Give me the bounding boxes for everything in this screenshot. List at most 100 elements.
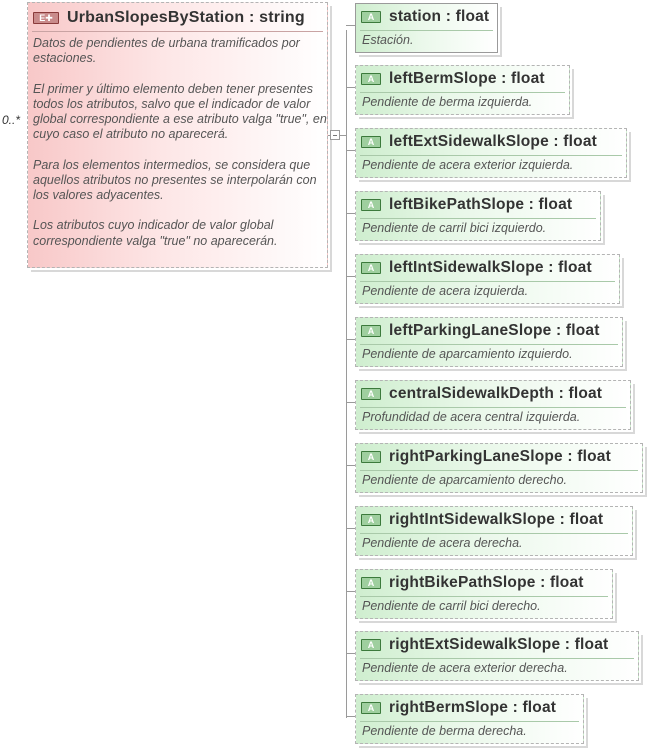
element-box-urbanslopesbystation[interactable]: E✚ UrbanSlopesByStation : string Datos d… (27, 2, 328, 268)
attribute-separator (360, 218, 596, 219)
attribute-title: leftBikePathSlope : float (389, 196, 573, 213)
attribute-separator (360, 92, 565, 93)
attribute-connector-line (346, 591, 355, 592)
attribute-connector-line (346, 339, 355, 340)
attribute-separator (360, 407, 626, 408)
attribute-icon: A (361, 262, 381, 274)
attribute-documentation: Pendiente de acera exterior derecha. (362, 661, 568, 675)
attribute-box-shadow (359, 635, 643, 685)
attribute-box-shadow (359, 69, 574, 119)
attribute-title: rightExtSidewalkSlope : float (389, 636, 609, 653)
attribute-title: centralSidewalkDepth : float (389, 385, 603, 402)
attribute-separator (360, 721, 579, 722)
attribute-icon: A (361, 639, 381, 651)
attribute-documentation: Pendiente de aparcamiento derecho. (362, 473, 568, 487)
attribute-group-compositor[interactable] (330, 130, 340, 140)
attribute-title: leftBermSlope : float (389, 70, 545, 87)
attribute-documentation: Pendiente de berma derecha. (362, 724, 527, 738)
attribute-connector-line (346, 87, 355, 88)
element-title: UrbanSlopesByStation : string (67, 9, 305, 26)
attribute-trunk-line (346, 30, 347, 718)
element-header: E✚ UrbanSlopesByStation : string (33, 7, 305, 29)
attribute-icon: A (361, 451, 381, 463)
attribute-box-shadow (359, 447, 647, 497)
attribute-documentation: Estación. (362, 33, 414, 47)
element-icon-letter: E (39, 13, 46, 23)
attribute-connector-line (346, 25, 355, 26)
attribute-box-shadow (359, 698, 588, 748)
element-doc-paragraph: El primer y último elemento deben tener … (33, 81, 327, 142)
element-documentation: Datos de pendientes de urbana tramificad… (33, 36, 328, 264)
attribute-icon: A (361, 73, 381, 85)
attribute-separator (360, 470, 638, 471)
connector-line (340, 135, 346, 136)
element-doc-paragraph: Los atributos cuyo indicador de valor gl… (33, 218, 278, 248)
attribute-icon: A (361, 514, 381, 526)
attribute-title: rightIntSidewalkSlope : float (389, 511, 604, 528)
attribute-documentation: Pendiente de carril bici derecho. (362, 599, 541, 613)
attribute-separator (360, 281, 615, 282)
attribute-connector-line (346, 213, 355, 214)
attribute-separator (360, 155, 622, 156)
attribute-box-shadow (359, 258, 624, 308)
element-separator (32, 31, 323, 32)
attribute-box-shadow (359, 510, 637, 560)
attribute-title: rightParkingLaneSlope : float (389, 448, 611, 465)
attribute-connector-line (346, 528, 355, 529)
attribute-title: leftParkingLaneSlope : float (389, 322, 600, 339)
attribute-documentation: Pendiente de acera izquierda. (362, 284, 529, 298)
attribute-documentation: Pendiente de berma izquierda. (362, 95, 533, 109)
attribute-title: leftIntSidewalkSlope : float (389, 259, 592, 276)
connector-line (328, 135, 331, 136)
attribute-documentation: Pendiente de acera exterior izquierda. (362, 158, 574, 172)
attribute-box-shadow (359, 195, 605, 245)
attribute-connector-line (346, 150, 355, 151)
attribute-icon: A (361, 11, 381, 23)
attribute-connector-line (346, 402, 355, 403)
attribute-icon: A (361, 388, 381, 400)
attribute-icon: A (361, 325, 381, 337)
attribute-icon: A (361, 136, 381, 148)
element-multiplicity: 0..* (2, 113, 21, 127)
attribute-icon: A (361, 702, 381, 714)
attribute-documentation: Pendiente de acera derecha. (362, 536, 523, 550)
attribute-separator (360, 344, 618, 345)
attribute-separator (360, 596, 608, 597)
attribute-separator (360, 30, 493, 31)
attribute-box-shadow (359, 132, 631, 182)
attribute-documentation: Profundidad de acera central izquierda. (362, 410, 581, 424)
attribute-box-shadow (359, 321, 627, 371)
attribute-connector-line (346, 276, 355, 277)
element-icon: E✚ (33, 12, 59, 24)
attribute-title: rightBermSlope : float (389, 699, 557, 716)
attribute-box-shadow (359, 573, 617, 623)
attribute-title: station : float (389, 8, 490, 25)
attribute-icon: A (361, 577, 381, 589)
attribute-documentation: Pendiente de aparcamiento izquierdo. (362, 347, 573, 361)
attribute-separator (360, 658, 634, 659)
